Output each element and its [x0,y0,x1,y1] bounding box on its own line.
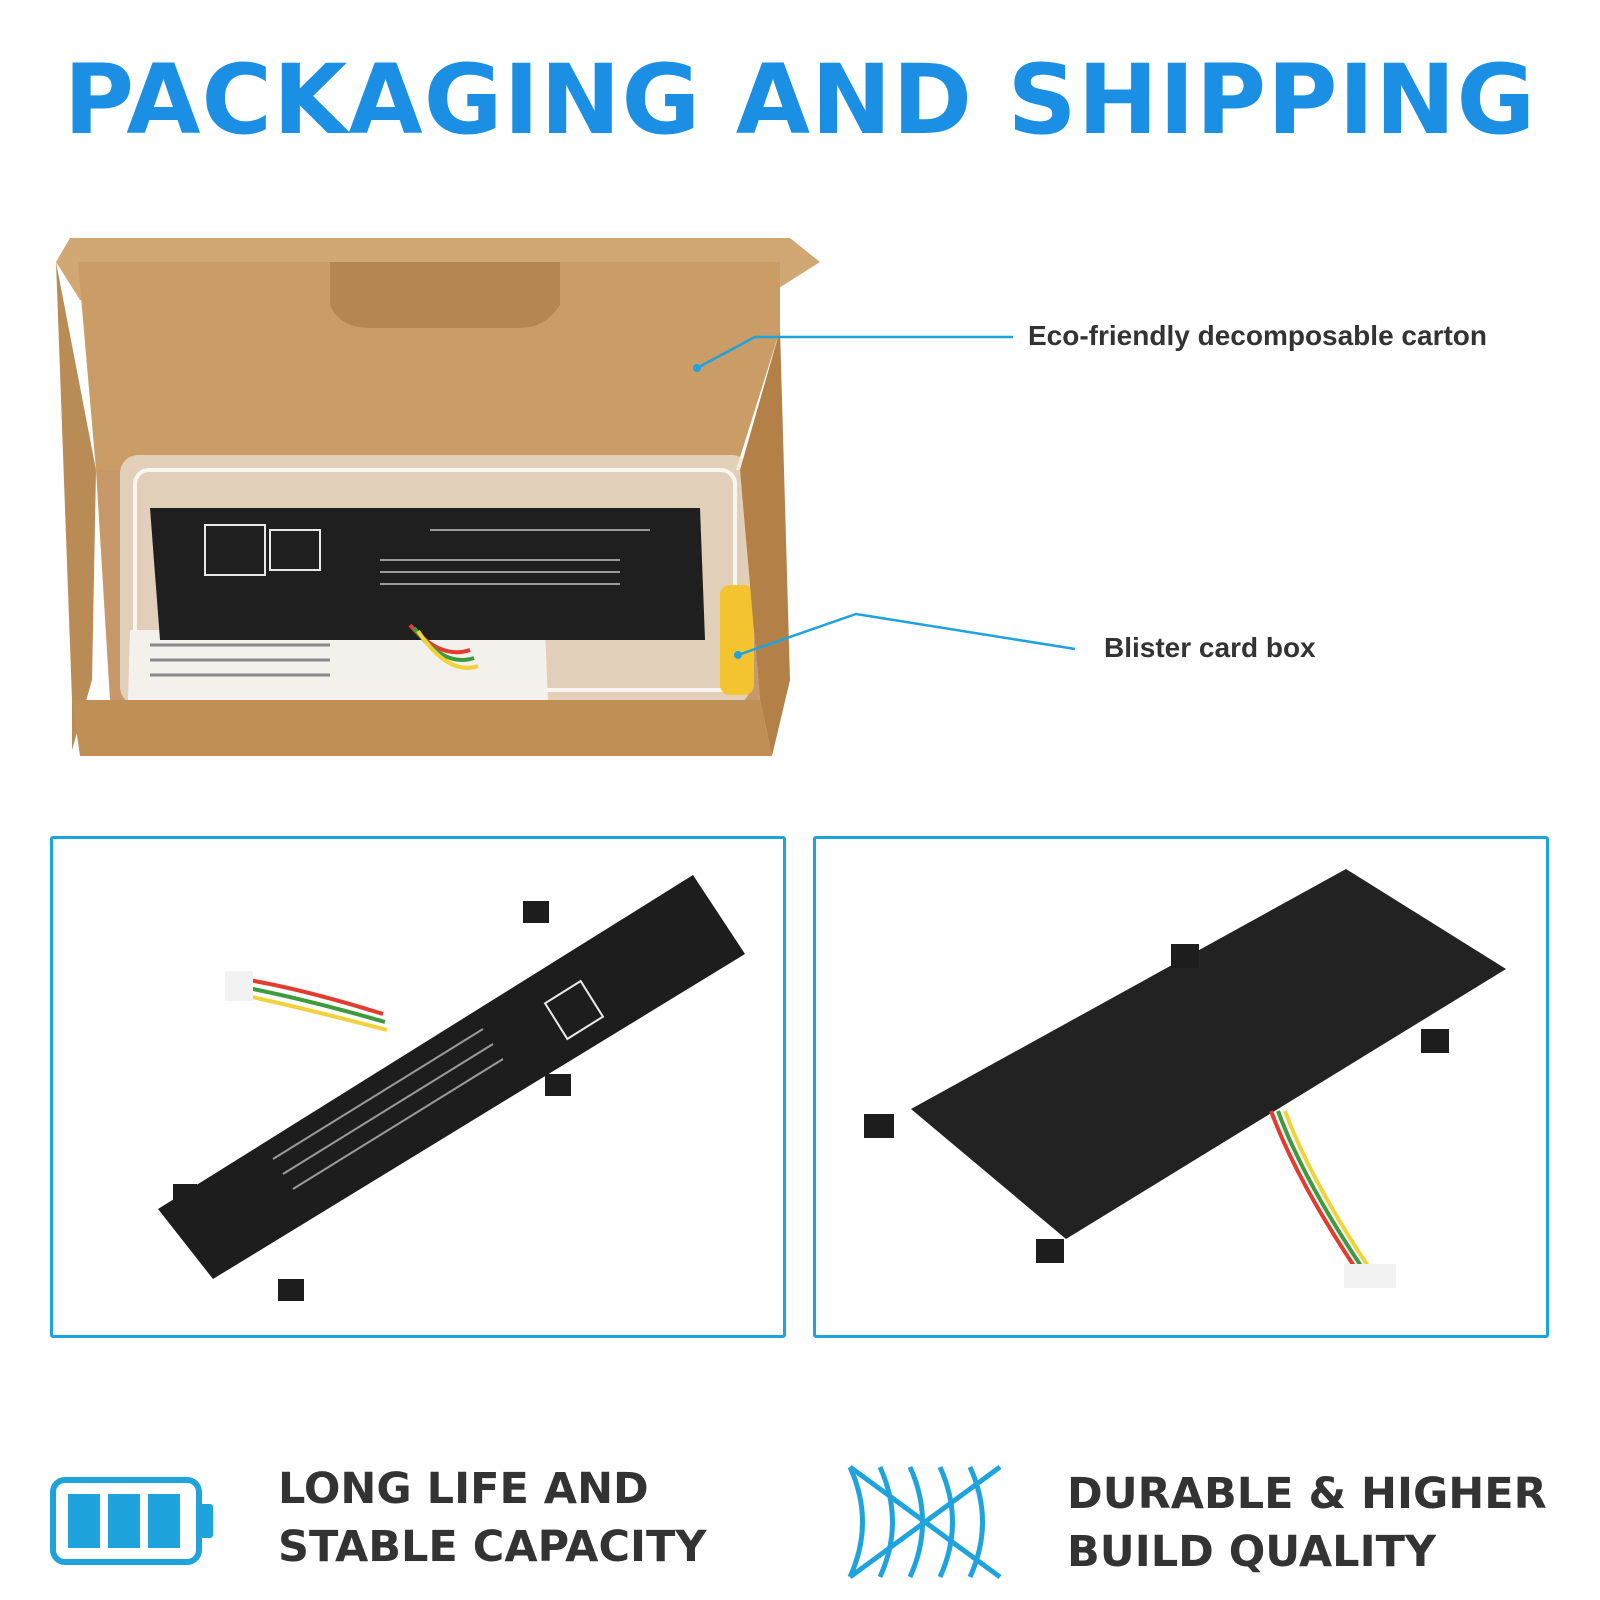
feature-1-line-1: LONG LIFE AND [278,1464,649,1514]
battery-back-panel [813,836,1549,1338]
feature-long-life: LONG LIFE AND STABLE CAPACITY [278,1460,706,1576]
feature-1-line-2: STABLE CAPACITY [278,1522,707,1572]
page-title: PACKAGING AND SHIPPING [63,44,1537,156]
blister-callout-label: Blister card box [1104,632,1316,663]
spring-coil-icon [847,1464,1002,1580]
battery-front-panel [50,836,786,1338]
feature-2-line-2: BUILD QUALITY [1067,1527,1437,1577]
battery-front-image [158,875,745,1301]
feature-2-line-1: DURABLE & HIGHER [1067,1469,1547,1519]
battery-icon [50,1477,213,1565]
carton-callout-label: Eco-friendly decomposable carton [1028,320,1487,351]
battery-back-image [864,869,1506,1288]
feature-durable: DURABLE & HIGHER BUILD QUALITY [1067,1465,1547,1581]
